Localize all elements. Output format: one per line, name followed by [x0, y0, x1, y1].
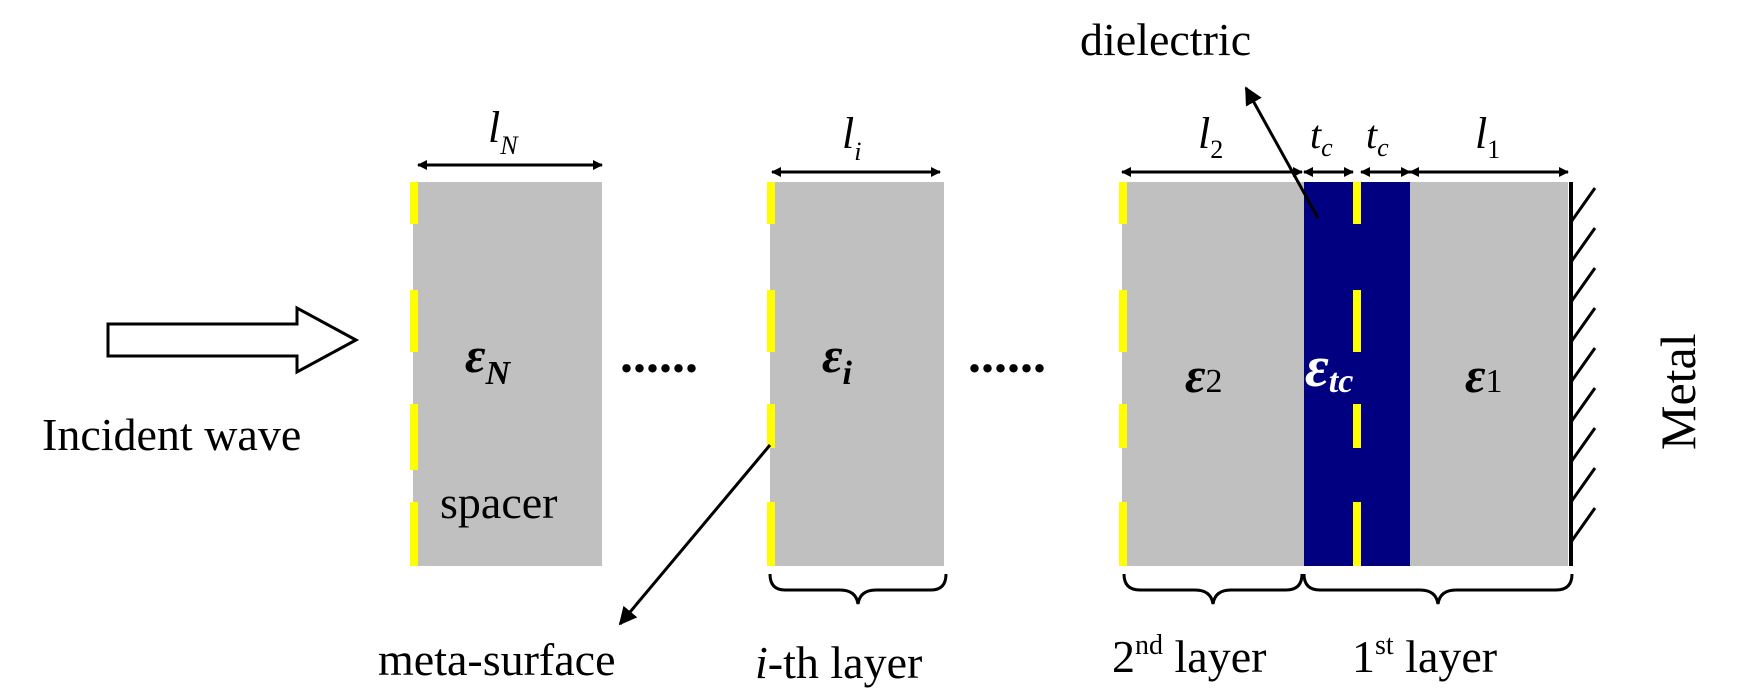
permittivity-i: εi — [822, 327, 853, 392]
spacer-label: spacer — [440, 477, 557, 528]
dimension-l2-label: l2 — [1198, 109, 1223, 164]
ith-layer-label: i-th layer — [755, 637, 922, 688]
ellipsis-2: ...... — [968, 327, 1046, 384]
permittivity-n: εN — [465, 327, 512, 392]
metasurface-layer-n — [410, 182, 418, 566]
permittivity-1: ε1 — [1465, 347, 1503, 403]
incident-wave-label: Incident wave — [42, 409, 301, 460]
permittivity-tc: εtc — [1305, 334, 1353, 400]
ellipsis-1: ...... — [620, 327, 698, 384]
metasurface-layer-1 — [1353, 182, 1361, 566]
dielectric-label: dielectric — [1080, 14, 1251, 65]
metasurface-label: meta-surface — [378, 634, 616, 685]
second-layer-label: 2nd layer — [1112, 630, 1266, 682]
layer-2 — [1122, 182, 1304, 566]
layer-i — [770, 182, 944, 566]
metasurface-layer-2 — [1119, 182, 1127, 566]
layer-1 — [1410, 182, 1568, 566]
second-layer-brace — [1122, 573, 1304, 605]
metasurface-layer-i — [767, 182, 775, 566]
ith-layer-brace — [768, 573, 948, 605]
permittivity-2: ε2 — [1185, 347, 1223, 403]
metal-label: Metal — [1650, 333, 1706, 450]
metal-hatching — [1569, 187, 1597, 543]
dielectric-pointer-arrow — [1244, 86, 1320, 219]
dimension-tc-label-2: tc — [1366, 112, 1389, 162]
dimension-l1-label: l1 — [1475, 109, 1500, 164]
dimension-ln-label: lN — [488, 103, 519, 160]
first-layer-brace — [1302, 573, 1574, 605]
layer-n-spacer — [413, 182, 602, 566]
metasurface-pointer-arrow — [618, 444, 772, 626]
dimension-li-label: li — [842, 109, 861, 166]
dimension-tc-label-1: tc — [1310, 112, 1333, 162]
first-layer-label: 1st layer — [1352, 630, 1497, 682]
incident-wave-arrow — [106, 305, 360, 375]
